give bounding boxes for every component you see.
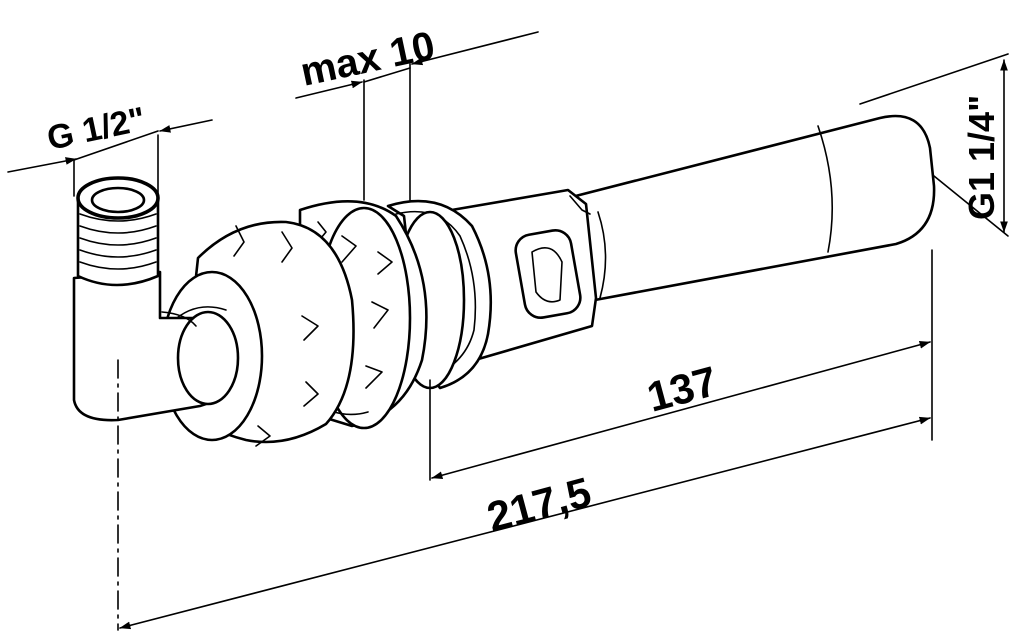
length-inner-label: 137 <box>642 357 722 421</box>
max-dimension-line <box>295 80 363 99</box>
inlet-thread <box>76 176 160 287</box>
dimension-lines <box>7 31 1008 630</box>
outlet-thread-label: G1 1/4" <box>961 95 1002 220</box>
elbow-fitting <box>72 270 240 422</box>
inlet-thread-label: G 1/2" <box>44 100 149 158</box>
length-total-label: 217,5 <box>482 468 596 541</box>
outlet-pipe <box>558 114 936 302</box>
length-217-dimension-line <box>119 416 931 630</box>
extension-lines <box>73 53 1009 631</box>
inlet-dimension-line <box>7 157 77 173</box>
max-label: max 10 <box>297 24 439 95</box>
